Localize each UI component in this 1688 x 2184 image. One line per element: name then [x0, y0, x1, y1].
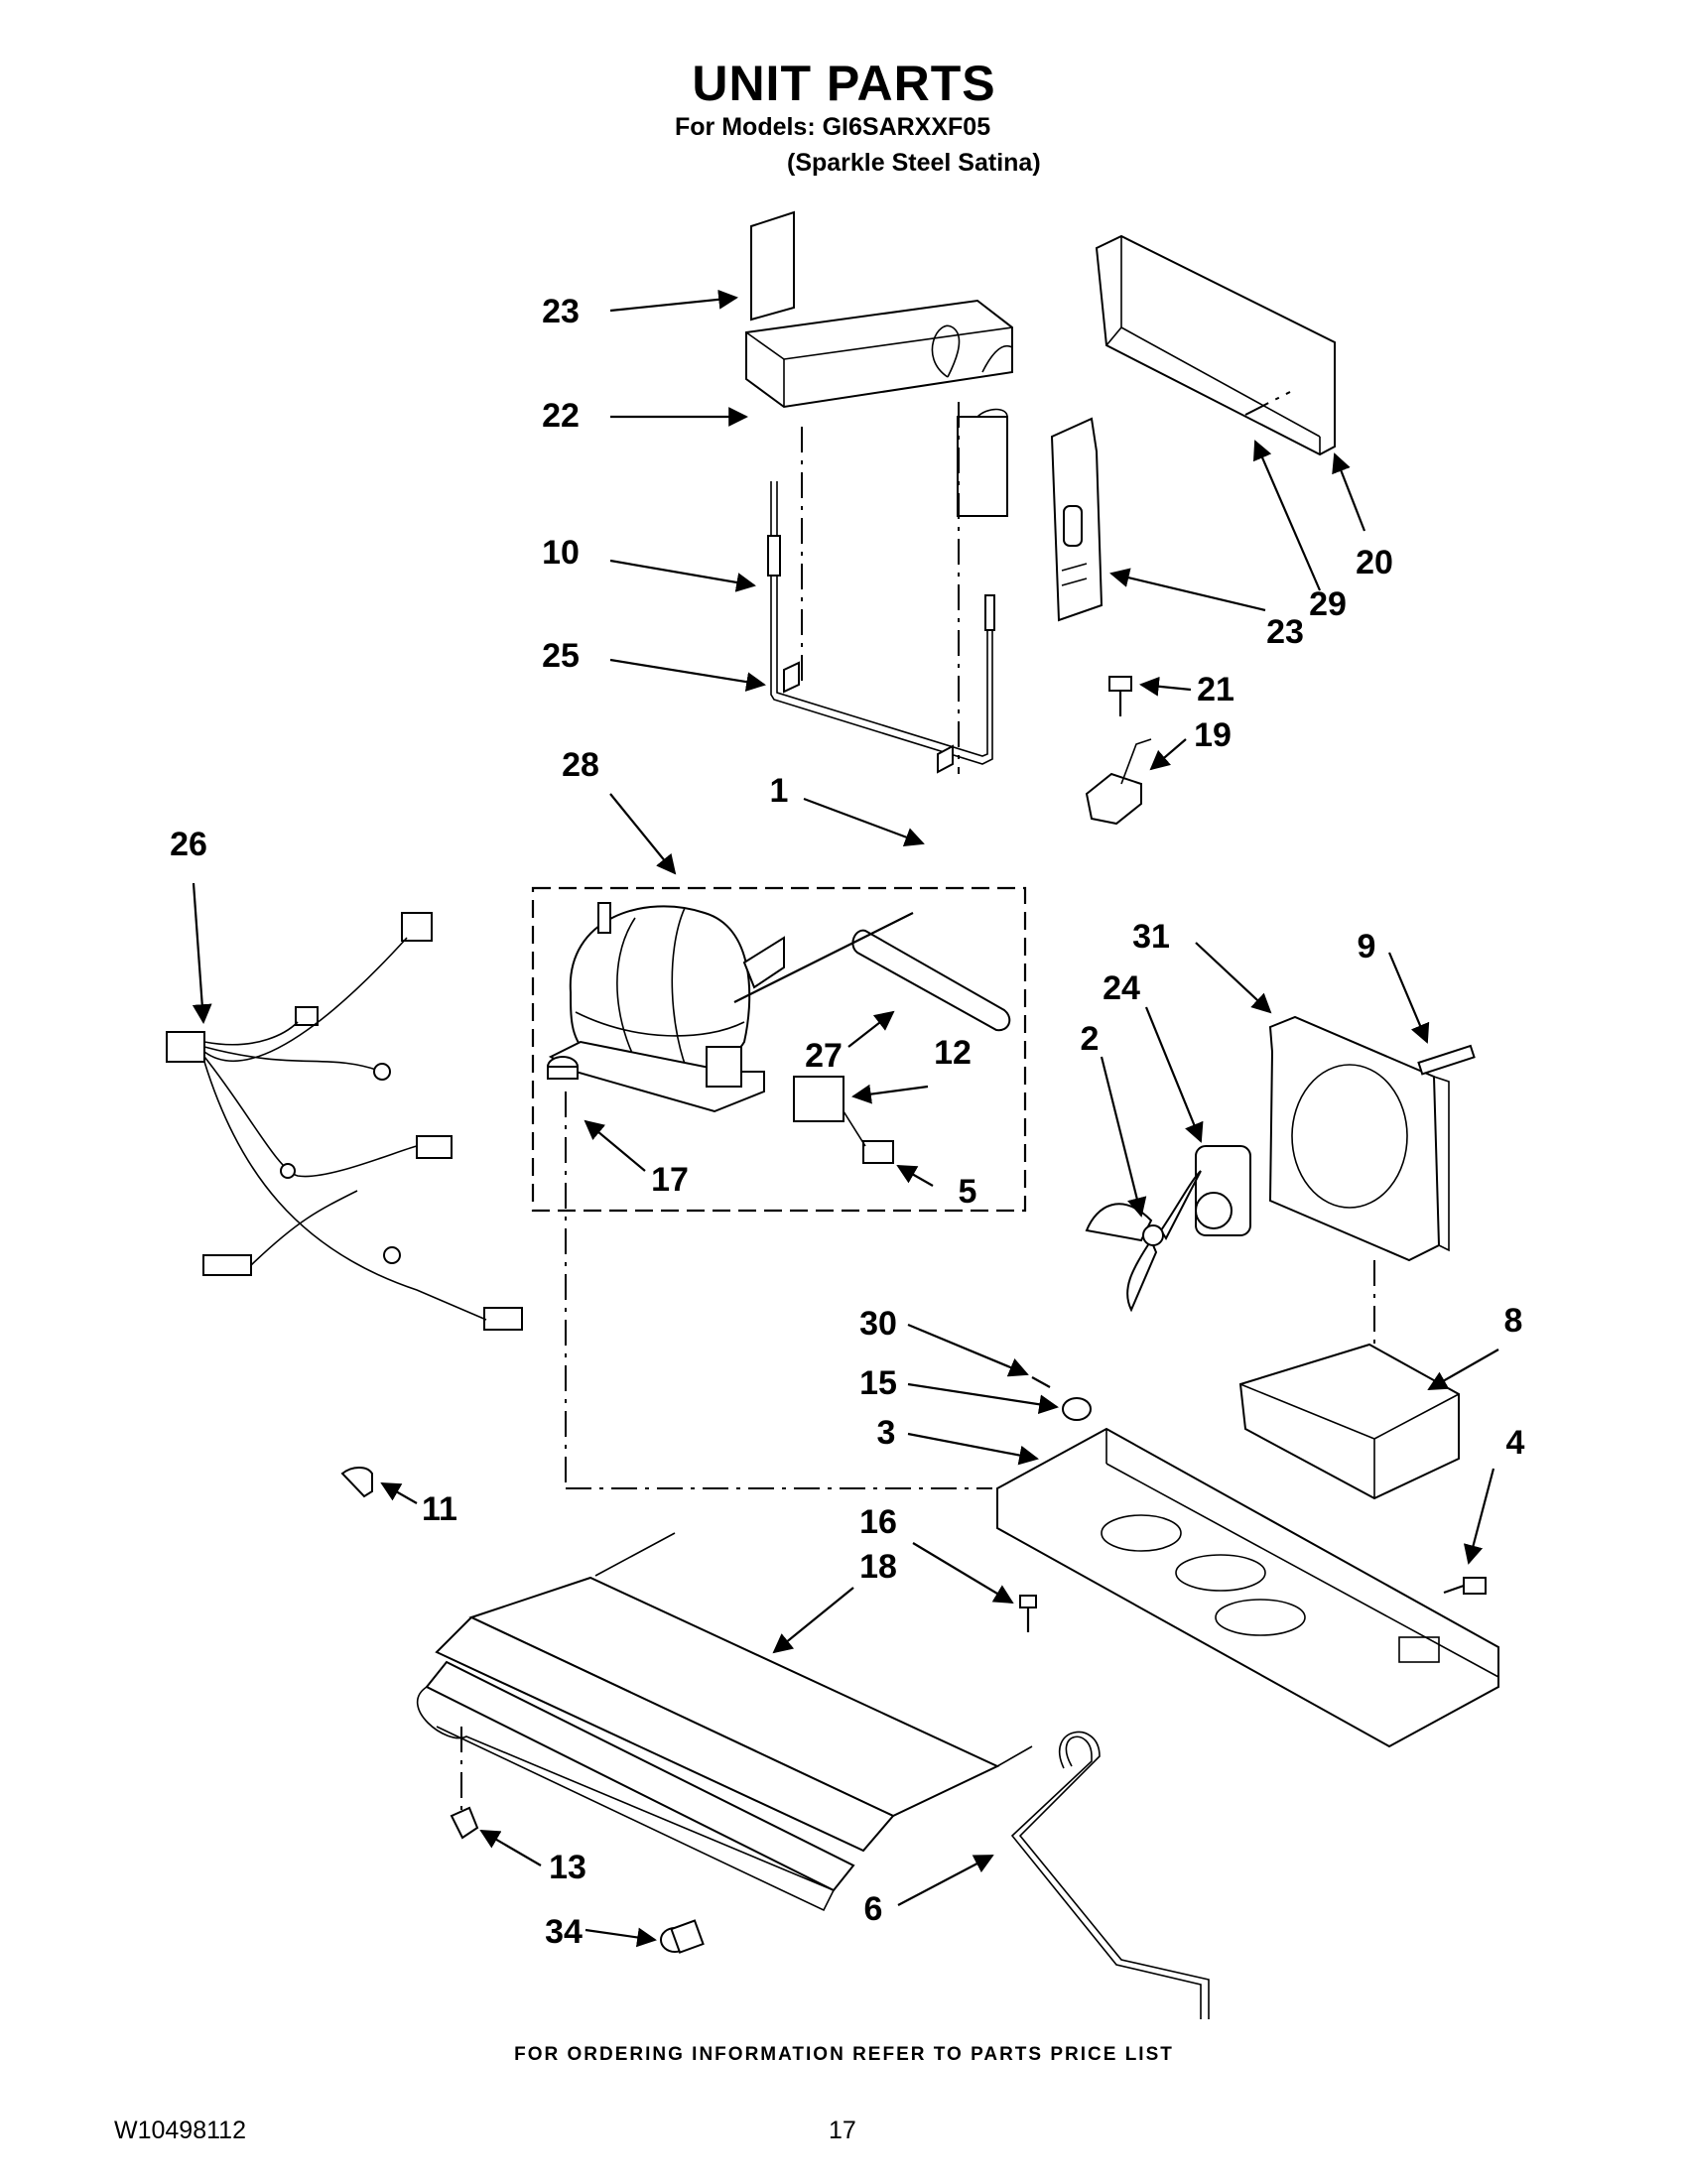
fan-blade-part [1085, 1170, 1202, 1313]
callout-1: 1 [770, 772, 789, 810]
callout-13: 13 [549, 1849, 586, 1886]
clip-11-part [340, 1467, 373, 1498]
clip-part [1085, 738, 1152, 826]
relay-part [793, 1076, 894, 1164]
compressor-part [548, 902, 785, 1113]
callout-22: 22 [542, 397, 580, 435]
page-number: 17 [829, 2117, 856, 2144]
callout-18: 18 [859, 1548, 897, 1586]
rubber-grommet-part [1031, 1376, 1092, 1421]
grommet-part [547, 1056, 579, 1080]
callout-23-right: 23 [1266, 613, 1304, 651]
callout-20: 20 [1356, 544, 1393, 581]
screw-part [1108, 676, 1132, 716]
callout-28: 28 [562, 746, 599, 784]
callout-25: 25 [542, 637, 580, 675]
fan-shroud-part [1268, 1015, 1450, 1262]
callout-31: 31 [1132, 918, 1170, 956]
callout-27: 27 [805, 1037, 843, 1075]
callout-26: 26 [170, 826, 207, 863]
callout-6: 6 [864, 1890, 883, 1928]
callout-2: 2 [1081, 1020, 1100, 1058]
callout-8: 8 [1504, 1302, 1523, 1340]
ordering-note: FOR ORDERING INFORMATION REFER TO PARTS … [514, 2044, 1174, 2065]
callout-10: 10 [542, 534, 580, 572]
fan-motor-part [1195, 1145, 1251, 1236]
evaporator-part [745, 210, 1013, 517]
callout-arrows [192, 289, 1499, 1948]
leader-line [733, 912, 914, 1003]
callout-34: 34 [545, 1913, 583, 1951]
callout-15: 15 [859, 1364, 897, 1402]
compressor-assembly-box [531, 886, 1027, 1213]
callout-17: 17 [651, 1161, 689, 1199]
callout-11: 11 [422, 1490, 457, 1528]
evaporator-cover-part [1095, 234, 1336, 456]
screw-4-part [1443, 1577, 1487, 1595]
callout-16: 16 [859, 1503, 897, 1541]
base-plate-part [996, 1427, 1499, 1748]
callout-30: 30 [859, 1305, 897, 1343]
condenser-part [416, 1532, 1033, 1912]
models-line: For Models: GI6SARXXF05 [675, 113, 991, 141]
document-number: W10498112 [114, 2117, 246, 2144]
screw-16-part [1019, 1595, 1037, 1632]
control-box-part [1238, 1343, 1460, 1500]
plug-part [660, 1919, 705, 1954]
callout-24: 24 [1103, 969, 1140, 1007]
callout-12: 12 [934, 1034, 972, 1072]
callout-4: 4 [1506, 1424, 1525, 1462]
callout-29: 29 [1309, 585, 1347, 623]
tube-part [1010, 1735, 1202, 2019]
callout-19: 19 [1194, 716, 1232, 754]
callout-labels: 23 22 10 25 28 1 26 27 12 17 5 20 29 23 … [170, 293, 1524, 1951]
clip-13-part [450, 1806, 479, 1840]
drier-part [851, 929, 1011, 1032]
color-line: (Sparkle Steel Satina) [787, 149, 1041, 177]
evaporator-bracket-part [1050, 417, 1104, 622]
callout-9: 9 [1358, 928, 1376, 965]
page-title: UNIT PARTS [692, 56, 996, 111]
wiring-harness-part [166, 912, 523, 1331]
defrost-heater-part [767, 481, 995, 774]
callout-5: 5 [959, 1173, 977, 1211]
shroud-screw-part [1417, 1044, 1476, 1076]
callout-21: 21 [1197, 671, 1234, 708]
callout-3: 3 [877, 1414, 896, 1452]
callout-23-top: 23 [542, 293, 580, 330]
